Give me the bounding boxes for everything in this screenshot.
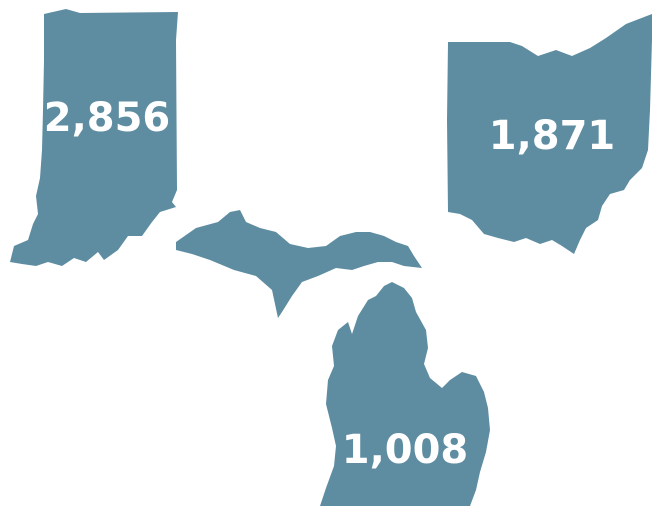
state-ohio: 1,871 — [447, 14, 652, 254]
indiana-value: 2,856 — [44, 95, 171, 141]
michigan-value: 1,008 — [342, 427, 469, 473]
state-michigan: 1,008 — [176, 210, 490, 506]
indiana-shape — [10, 9, 178, 266]
state-indiana: 2,856 — [10, 9, 178, 266]
ohio-shape — [447, 14, 652, 254]
michigan-lower-peninsula — [320, 282, 490, 506]
ohio-value: 1,871 — [489, 113, 616, 159]
michigan-upper-peninsula — [176, 210, 422, 318]
